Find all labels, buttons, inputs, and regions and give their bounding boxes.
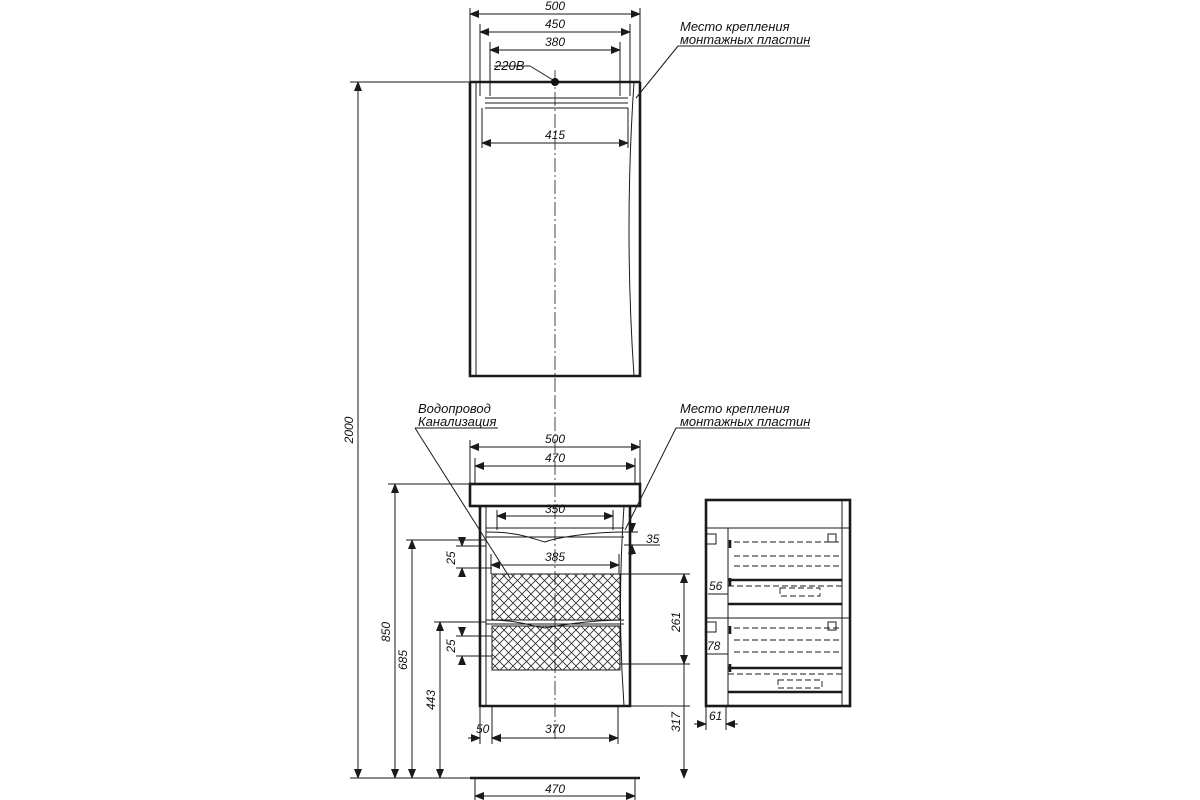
svg-text:монтажных пластин: монтажных пластин [680,414,810,429]
dim-56: 56 [709,579,723,593]
dim-443: 443 [424,690,438,710]
dim-450: 450 [545,17,565,31]
svg-text:Место крепления: Место крепления [680,19,790,34]
dim-2000: 2000 [342,81,470,779]
dim-261: 261 [669,612,683,633]
dim-470-top: 470 [545,451,565,465]
dim-25-upper: 25 [444,551,458,566]
dim-370: 370 [545,722,565,736]
wall-cabinet [468,70,642,395]
svg-text:2000: 2000 [342,416,356,444]
dim-25-lower: 25 [444,639,458,654]
svg-text:Канализация: Канализация [418,414,496,429]
power-label: 220В [493,58,554,81]
mount-label-bottom: Место крепления монтажных пластин [624,401,810,531]
dim-350: 350 [545,502,565,516]
dim-850: 850 [379,622,393,642]
dim-78: 78 [707,639,721,653]
dim-415: 415 [545,128,565,142]
wall-dimensions: 500 450 380 415 [469,0,641,148]
dim-35: 35 [646,532,660,546]
dim-500-top: 500 [545,0,565,13]
base-dimensions: 500 470 350 385 35 25 25 [379,432,690,800]
dim-385: 385 [545,550,565,564]
dim-317: 317 [669,711,683,732]
dim-470-bottom: 470 [545,782,565,796]
water-label: Водопровод Канализация [414,401,511,579]
mount-label-top: Место крепления монтажных пластин [635,19,810,99]
dim-50: 50 [476,722,490,736]
dim-61: 61 [709,709,722,723]
dim-685: 685 [396,650,410,670]
svg-text:220В: 220В [493,58,525,73]
dim-500-base: 500 [545,432,565,446]
svg-text:монтажных пластин: монтажных пластин [680,32,810,47]
side-dimensions: 56 78 61 [694,579,738,730]
svg-text:Место крепления: Место крепления [680,401,790,416]
svg-text:Водопровод: Водопровод [418,401,491,416]
side-section [704,498,852,708]
dim-380: 380 [545,35,565,49]
